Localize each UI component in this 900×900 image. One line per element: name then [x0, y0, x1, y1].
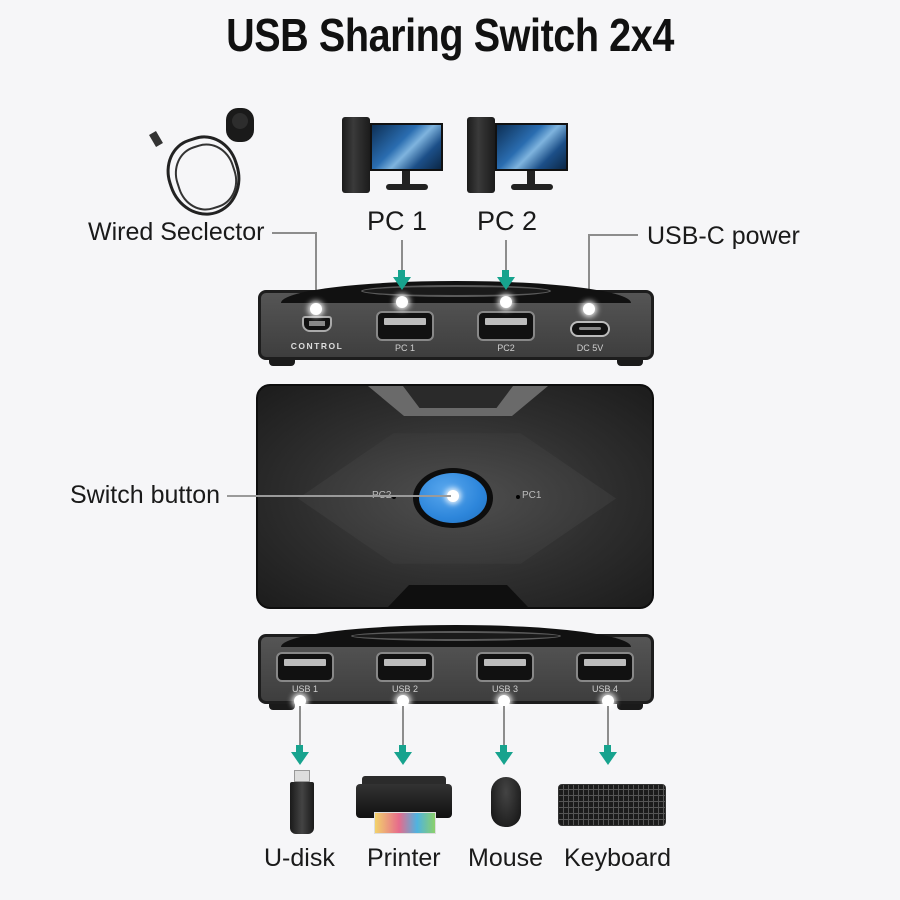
- port-label-pc2: PC2: [497, 343, 515, 353]
- pc2-arrow-stem: [502, 270, 509, 278]
- usb3-arrow-stem: [500, 745, 507, 753]
- top-port-panel: CONTROL PC 1 PC2 DC 5V: [258, 281, 654, 366]
- switch-body: [256, 384, 654, 609]
- port-label-usb4: USB 4: [591, 684, 618, 694]
- pc2-computer-icon: [467, 117, 577, 197]
- usb4-port: [576, 652, 634, 682]
- pc1-led-indicator: [516, 495, 520, 499]
- usb4-arrow-stem: [604, 745, 611, 753]
- down-arrow-icon: [394, 752, 412, 765]
- keyboard-icon: [558, 784, 666, 826]
- port-label-control: CONTROL: [290, 341, 344, 351]
- pc1-usb-port: [376, 311, 434, 341]
- usb1-port-marker: [294, 695, 306, 707]
- down-arrow-icon: [393, 277, 411, 290]
- pc2-leader-line: [505, 240, 507, 270]
- usb2-arrow-stem: [399, 745, 406, 753]
- down-arrow-icon: [291, 752, 309, 765]
- usb-flash-drive-icon: [290, 770, 314, 834]
- down-arrow-icon: [599, 752, 617, 765]
- port-label-dc5v: DC 5V: [576, 343, 604, 353]
- port-label-pc1: PC 1: [394, 343, 415, 353]
- usb3-leader-line: [503, 706, 505, 748]
- pc1-label: PC 1: [367, 206, 428, 236]
- usb2-port: [376, 652, 434, 682]
- switch-button-label: Switch button: [70, 481, 221, 509]
- usbc-leader-line-v: [588, 234, 590, 310]
- printer-icon: [356, 776, 452, 834]
- control-port-marker: [310, 303, 322, 315]
- device-label-udisk: U-disk: [264, 844, 335, 872]
- wired-selector-label: Wired Seclector: [88, 218, 265, 246]
- bottom-port-panel: USB 1 USB 2 USB 3 USB 4: [258, 625, 654, 710]
- usb4-leader-line: [607, 706, 609, 748]
- pc2-port-marker: [500, 296, 512, 308]
- usb1-arrow-stem: [296, 745, 303, 753]
- pc1-arrow-stem: [398, 270, 405, 278]
- usbc-leader-line: [588, 234, 638, 236]
- pc1-port-marker: [396, 296, 408, 308]
- device-label-keyboard: Keyboard: [564, 844, 672, 872]
- control-port: [302, 316, 332, 332]
- usb3-port-marker: [498, 695, 510, 707]
- usb4-port-marker: [602, 695, 614, 707]
- switch-button-marker: [447, 490, 459, 502]
- pc2-label: PC 2: [477, 206, 538, 236]
- device-label-mouse: Mouse: [468, 844, 544, 872]
- down-arrow-icon: [495, 752, 513, 765]
- pc2-led-indicator: [392, 495, 396, 499]
- wired-selector-icon: [148, 106, 258, 226]
- usbc-port-marker: [583, 303, 595, 315]
- usbc-power-port: [570, 321, 610, 337]
- led-label-pc1: PC1: [522, 490, 542, 501]
- usb1-port: [276, 652, 334, 682]
- usb2-leader-line: [402, 706, 404, 748]
- switch-button-leader-line: [227, 495, 451, 497]
- mouse-icon: [491, 777, 521, 827]
- wired-selector-leader-line: [272, 232, 316, 234]
- port-label-usb1: USB 1: [291, 684, 318, 694]
- pc2-usb-port: [477, 311, 535, 341]
- port-label-usb3: USB 3: [491, 684, 518, 694]
- device-label-printer: Printer: [367, 844, 441, 872]
- port-label-usb2: USB 2: [391, 684, 418, 694]
- wired-selector-leader-line-v: [315, 232, 317, 310]
- usb3-port: [476, 652, 534, 682]
- page-title: USB Sharing Switch 2x4: [226, 9, 674, 61]
- usb2-port-marker: [397, 695, 409, 707]
- usbc-power-label: USB-C power: [647, 222, 800, 250]
- down-arrow-icon: [497, 277, 515, 290]
- usb1-leader-line: [299, 706, 301, 748]
- pc1-computer-icon: [342, 117, 452, 197]
- pc1-leader-line: [401, 240, 403, 270]
